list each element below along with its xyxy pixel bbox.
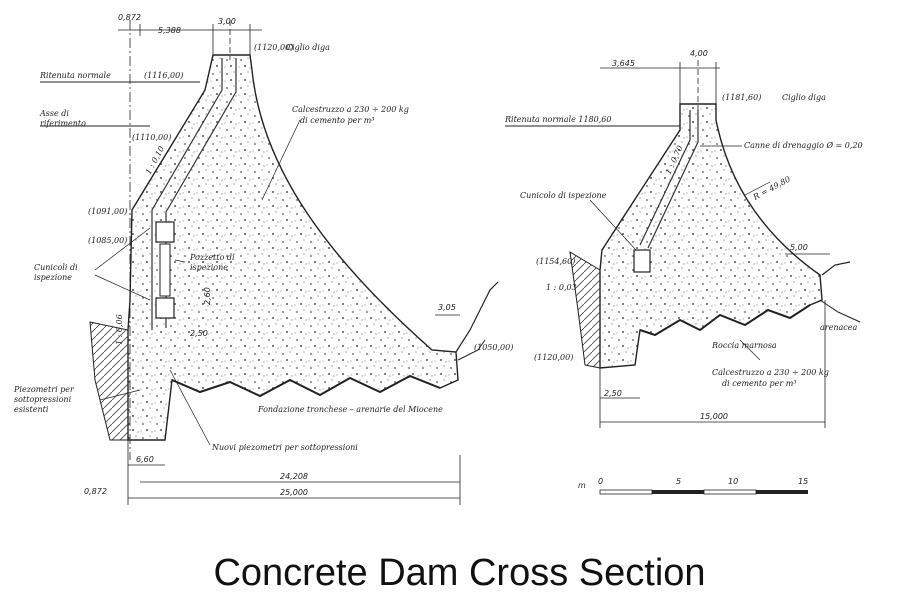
- right-crest-label: Ciglio diga: [782, 93, 826, 102]
- scale-tick-5: 5: [676, 477, 681, 486]
- left-wells-label-1: Piezometri per: [13, 385, 75, 394]
- left-dim-inner-a: 2,60: [203, 287, 212, 305]
- left-shaft-label-2: ispezione: [190, 263, 228, 272]
- right-dim-top-a: 3,645: [612, 59, 635, 68]
- left-normal-level-elev: (1116,00): [144, 71, 183, 80]
- left-elev-b: (1085,00): [88, 236, 127, 245]
- left-tunnels-label-1: Cunicoli di: [34, 263, 78, 272]
- left-dim-base-b: 0,872: [84, 487, 107, 496]
- right-material-label-1: Calcestruzzo a 230 ÷ 200 kg: [712, 368, 829, 377]
- right-elev-base: (1120,00): [534, 353, 573, 362]
- left-elev-right: (1050,00): [474, 343, 513, 352]
- left-wells-label-3: esistenti: [14, 405, 49, 414]
- left-dim-base-c: 24,208: [280, 472, 308, 481]
- left-dim-base-d: 25,000: [280, 488, 308, 497]
- scale-bar: m 0 5 10 15: [578, 477, 808, 495]
- scale-tick-0: 0: [598, 477, 603, 486]
- caption: Concrete Dam Cross Section: [213, 552, 706, 594]
- right-normal-level-label: Ritenuta normale 1180,60: [504, 115, 611, 124]
- right-dam-section: 3,645 4,00 (1181,60) Ciglio diga Ritenut…: [504, 49, 863, 428]
- left-dam-section: 0,872 5,388 3,00 (1120,00) Ciglio diga R…: [13, 13, 513, 505]
- left-dim-inner-b: 2,50: [190, 329, 208, 338]
- scale-tick-10: 10: [728, 477, 738, 486]
- left-foundation-label: Fondazione tronchese – arenarie del Mioc…: [257, 405, 443, 414]
- left-tunnels-label-2: ispezione: [34, 273, 72, 282]
- left-dim-right: 3,05: [438, 303, 456, 312]
- right-material-label-2: di cemento per m³: [722, 379, 797, 388]
- right-slope-left: 1 : 0,03: [546, 283, 577, 292]
- left-dim-top-c: 3,00: [218, 17, 236, 26]
- right-dim-base-b: 15,000: [700, 412, 728, 421]
- left-material-label-1: Calcestruzzo a 230 ÷ 200 kg: [292, 105, 409, 114]
- left-material-label-2: di cemento per m³: [300, 116, 375, 125]
- right-elev-left: (1154,60): [536, 257, 575, 266]
- right-elev-crest: (1181,60): [722, 93, 761, 102]
- right-dim-right: 5,00: [790, 243, 808, 252]
- left-shaft-label-1: Pozzetto di: [189, 253, 235, 262]
- right-dam-body: [599, 103, 823, 369]
- left-dim-top-b: 5,388: [158, 26, 181, 35]
- left-normal-level-label: Ritenuta normale: [39, 71, 111, 80]
- scale-tick-15: 15: [798, 477, 808, 486]
- left-piezo-label: Nuovi piezometri per sottopressioni: [211, 443, 358, 452]
- right-dim-top-b: 4,00: [690, 49, 708, 58]
- left-dim-top-a: 0,872: [118, 13, 141, 22]
- left-elev-mid: (1110,00): [132, 133, 171, 142]
- left-crest-label: Ciglio diga: [286, 43, 330, 52]
- scale-unit: m: [578, 481, 586, 490]
- left-axis-label-1: Asse di: [39, 109, 69, 118]
- left-axis-label-2: riferimento: [40, 119, 86, 128]
- left-elev-a: (1091,00): [88, 207, 127, 216]
- right-rock-label: Roccia marnosa: [711, 341, 777, 350]
- right-rock-label-b: arenacea: [820, 323, 857, 332]
- left-wells-label-2: sottopressioni: [14, 395, 72, 404]
- right-dim-base-a: 2,50: [604, 389, 622, 398]
- left-dim-base-a: 6,60: [136, 455, 154, 464]
- left-elev-crest: (1120,00): [254, 43, 293, 52]
- right-drain-label: Canne di drenaggio Ø = 0,20: [744, 141, 863, 150]
- left-slope-left: 1 : 0,06: [115, 314, 124, 345]
- right-tunnel-label: Cunicolo di ispezione: [520, 191, 607, 200]
